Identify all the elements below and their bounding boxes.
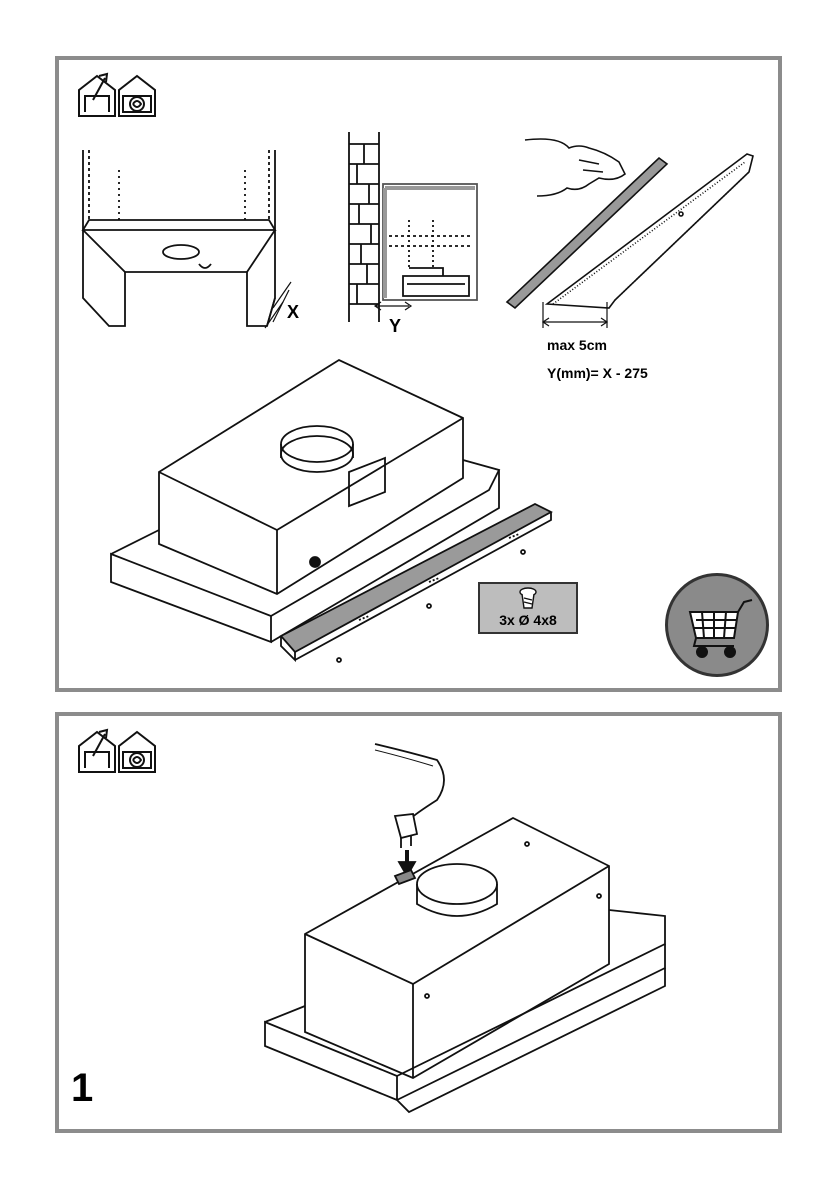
bottom-panel-drawing [59, 716, 786, 1137]
wall-clearance-diagram [349, 132, 477, 322]
step-number: 1 [71, 1066, 93, 1111]
label-y: Y [389, 316, 401, 336]
strip-cutting-diagram [507, 139, 753, 328]
label-x: X [287, 302, 299, 322]
ducted-exhaust-house-icon [79, 730, 115, 772]
spare-parts-badge [665, 573, 769, 677]
recirculation-house-icon [119, 76, 155, 116]
hood-unit-diagram [265, 818, 665, 1112]
screw-icon [480, 584, 580, 636]
recirculation-house-icon [119, 732, 155, 772]
bottom-instruction-panel: 1 [55, 712, 782, 1133]
shopping-cart-icon [668, 576, 766, 674]
ducted-exhaust-house-icon [79, 74, 115, 116]
cabinet-width-diagram [83, 150, 291, 328]
screw-spec-box: 3x Ø 4x8 [478, 582, 578, 634]
formula-label: Y(mm)= X - 275 [547, 365, 648, 381]
power-cable-connection-diagram [375, 744, 444, 876]
max-5cm-label: max 5cm [547, 337, 607, 353]
top-instruction-panel: X Y [55, 56, 782, 692]
screw-spec-label: 3x Ø 4x8 [480, 612, 576, 628]
